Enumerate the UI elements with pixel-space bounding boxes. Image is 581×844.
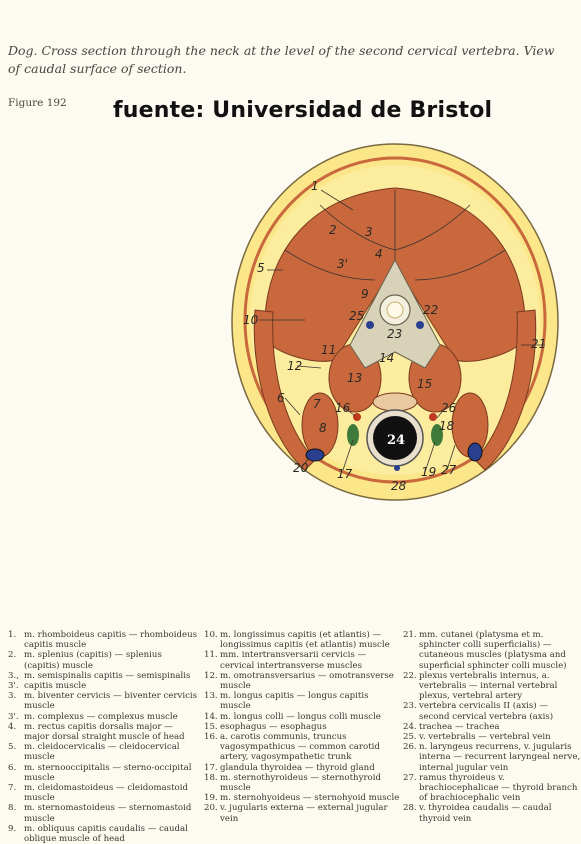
figure-caption: Dog. Cross section through the neck at t… xyxy=(8,43,555,76)
label-11: 11 xyxy=(321,343,336,357)
label-24: 24 xyxy=(387,433,405,448)
legend-item: 22.plexus vertebralis internus, a. verte… xyxy=(403,670,558,702)
thyroid-gland-left xyxy=(347,424,359,446)
legend-item: 3'.m. complexus — complexus muscle xyxy=(8,711,178,722)
legend-item: 7.m. cleidomastoideus — cleidomastoid mu… xyxy=(8,783,188,804)
label-3-prime: 3' xyxy=(337,257,348,271)
legend-item: 25.v. vertebralis — vertebral vein xyxy=(403,732,551,743)
label-25: 25 xyxy=(349,309,364,323)
label-27: 27 xyxy=(441,463,457,477)
esophagus xyxy=(372,392,418,412)
legend-item: 21.mm. cutanei (platysma et m. sphincter… xyxy=(403,630,567,671)
label-18: 18 xyxy=(439,419,455,433)
legend-item: 17.glandula thyroidea — thyroid gland xyxy=(204,762,375,773)
legend-column-2: 10.m. longissimus capitis (et atlantis) … xyxy=(204,630,400,824)
legend-item: 19.m. sternohyoideus — sternohyoid muscl… xyxy=(204,793,400,804)
vertebral-vessel-right xyxy=(416,321,424,329)
legend-item: 23.vertebra cervicalis II (axis) — secon… xyxy=(403,701,554,722)
atlas-page: Dog. Cross section through the neck at t… xyxy=(8,43,580,844)
label-8: 8 xyxy=(319,421,327,435)
legend-item: 4.m. rectus capitis dorsalis major — maj… xyxy=(8,721,185,743)
legend-item: 14.m. longus colli — longus colli muscle xyxy=(204,711,381,722)
label-15: 15 xyxy=(417,377,432,391)
legend-column-1: 1.m. rhomboideus capitis — rhomboideus c… xyxy=(8,630,198,844)
legend-item: 18.m. sternothyroideus — sternothyroid m… xyxy=(204,772,381,794)
label-26: 26 xyxy=(441,401,457,415)
legend-item: 5.m. cleidocervicalis — cleidocervical m… xyxy=(8,742,180,763)
label-6: 6 xyxy=(277,391,285,405)
legend-item: 24.trachea — trachea xyxy=(403,721,500,732)
lateral-muscle-right xyxy=(474,309,537,471)
label-28: 28 xyxy=(391,479,407,493)
neck-cross-section-illustration: 1 2 3 3' 4 5 6 7 8 9 10 11 12 13 14 15 1… xyxy=(231,143,559,501)
legend-item: 16.a. carotis communis, truncus vagosymp… xyxy=(204,732,380,763)
label-7: 7 xyxy=(313,397,321,411)
legend-column-3: 21.mm. cutanei (platysma et m. sphincter… xyxy=(403,630,581,824)
label-14: 14 xyxy=(379,351,394,365)
lateral-muscle-left xyxy=(253,309,316,471)
cutaneous-muscle-layer xyxy=(243,156,547,484)
legend-item: 15.esophagus — esophagus xyxy=(204,721,327,732)
legend-item: 12.m. omotransversarius — omotransverse … xyxy=(204,670,394,692)
legend-item: 2.m. splenius (capitis) — splenius (capi… xyxy=(8,650,162,671)
legend-item: 3.m. biventer cervicis — biventer cervic… xyxy=(8,691,198,712)
label-3: 3 xyxy=(365,225,373,239)
legend-item: 6.m. sternooccipitalis — sterno-occipita… xyxy=(8,762,192,783)
legend-item: 9.m. obliquus capitis caudalis — caudal … xyxy=(8,823,188,844)
caudal-thyroid-vein xyxy=(394,465,400,471)
thyroid-gland-right xyxy=(431,424,443,446)
label-9: 9 xyxy=(361,287,369,301)
vertebral-vessel-left xyxy=(366,321,374,329)
label-12: 12 xyxy=(287,359,302,373)
legend-item: 20.v. jugularis externa — external jugul… xyxy=(204,803,388,824)
label-4: 4 xyxy=(375,247,383,261)
legend-item: 13.m. longus capitis — longus capitis mu… xyxy=(204,691,369,712)
legend-item: 1.m. rhomboideus capitis — rhomboideus c… xyxy=(8,630,198,651)
label-19: 19 xyxy=(421,465,436,479)
label-21: 21 xyxy=(531,337,546,351)
legend-item: 28.v. thyroidea caudalis — caudal thyroi… xyxy=(403,803,552,824)
external-jugular-vein-left xyxy=(305,448,325,462)
legend-item: 11.mm. intertransversarii cervicis — cer… xyxy=(204,650,367,671)
external-jugular-vein-right xyxy=(467,442,483,462)
label-16: 16 xyxy=(335,401,351,415)
label-10: 10 xyxy=(243,313,259,327)
label-22: 22 xyxy=(423,303,438,317)
legend-item: 26.n. laryngeus recurrens, v. jugularis … xyxy=(403,742,581,773)
figure-number: Figure 192 xyxy=(8,97,67,109)
carotid-artery-left xyxy=(353,413,361,421)
legend-item: 10.m. longissimus capitis (et atlantis) … xyxy=(204,630,390,651)
label-2: 2 xyxy=(329,223,337,237)
label-23: 23 xyxy=(387,327,402,341)
legend-item: 27.ramus thyroideus v. brachiocephalicae… xyxy=(403,772,578,804)
label-1: 1 xyxy=(311,179,319,193)
carotid-artery-right xyxy=(429,413,437,421)
label-20: 20 xyxy=(293,461,309,475)
source-watermark: fuente: Universidad de Bristol xyxy=(113,98,493,123)
legend-item: 8.m. sternomastoideus — sternomastoid mu… xyxy=(8,803,192,824)
spinal-canal xyxy=(386,301,404,319)
legend-item: 3., 3'.m. semispinalis capitis — semispi… xyxy=(8,670,191,692)
label-5: 5 xyxy=(257,261,265,275)
trachea-lumen xyxy=(373,416,417,460)
label-13: 13 xyxy=(347,371,362,385)
label-17: 17 xyxy=(337,467,353,481)
